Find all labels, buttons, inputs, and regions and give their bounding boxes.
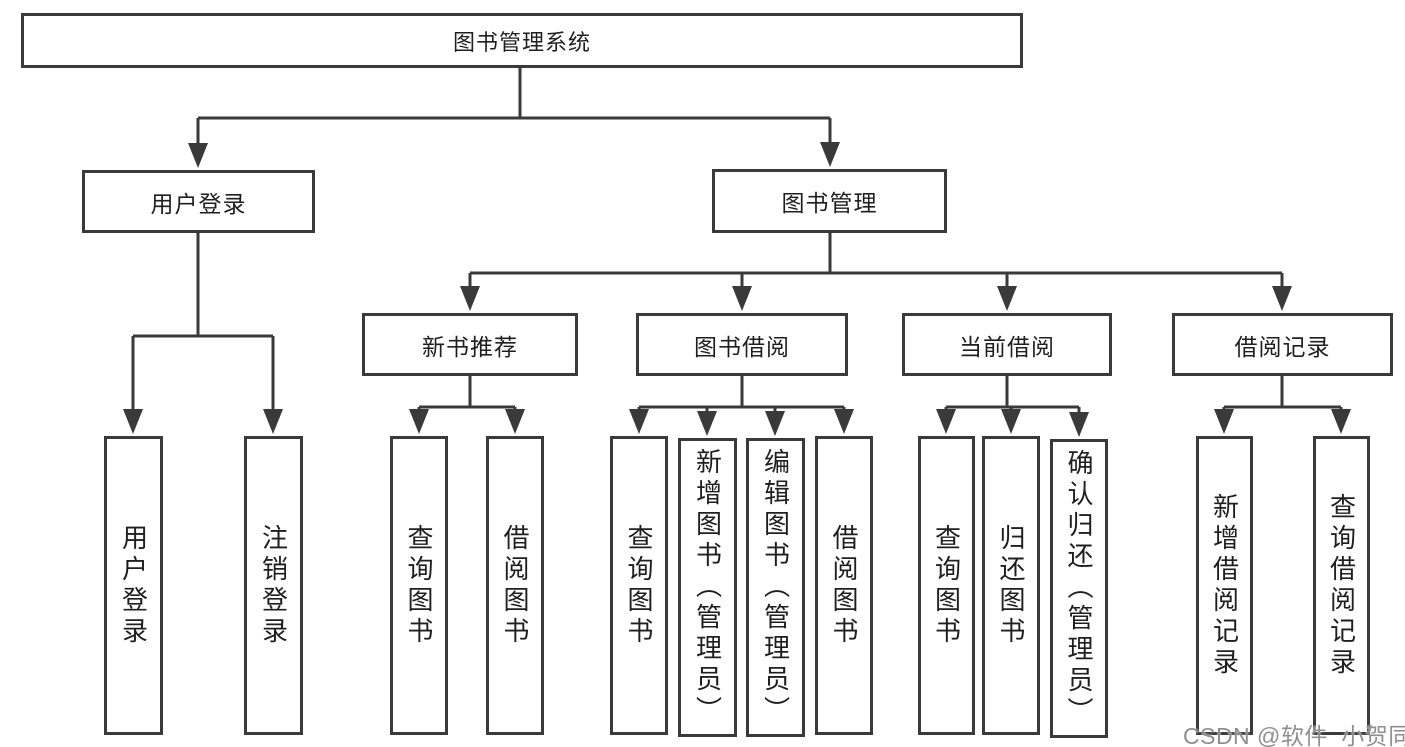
node-new-book-recommend-label: 新书推荐 bbox=[422, 333, 518, 360]
leaf-query-borrow-record-label: 查询借阅记录 bbox=[1326, 492, 1357, 679]
node-current-borrowing-label: 当前借阅 bbox=[959, 333, 1055, 360]
leaf-query-books-current: 查询图书 bbox=[918, 436, 975, 735]
leaf-user-login: 用户登录 bbox=[104, 436, 163, 735]
leaf-borrow-books-label: 借阅图书 bbox=[829, 523, 859, 648]
leaf-add-borrow-record-label: 新增借阅记录 bbox=[1209, 492, 1240, 679]
leaf-query-borrow-record: 查询借阅记录 bbox=[1313, 436, 1370, 735]
leaf-query-books-borrowing: 查询图书 bbox=[610, 436, 668, 735]
leaf-edit-books-admin-label: 编辑图书（管理员） bbox=[760, 448, 791, 727]
leaf-edit-books-admin: 编辑图书（管理员） bbox=[746, 438, 805, 737]
leaf-return-books-label: 归还图书 bbox=[996, 523, 1026, 648]
node-book-management-label: 图书管理 bbox=[781, 190, 878, 216]
leaf-confirm-return-admin-label: 确认归还（管理员） bbox=[1064, 449, 1094, 728]
node-borrow-records-label: 借阅记录 bbox=[1234, 333, 1331, 360]
node-user-login-label: 用户登录 bbox=[150, 190, 247, 217]
leaf-borrow-books-recommend: 借阅图书 bbox=[486, 436, 544, 735]
node-library-system-label: 图书管理系统 bbox=[452, 29, 591, 55]
leaf-logout-label: 注销登录 bbox=[258, 523, 289, 648]
node-current-borrowing: 当前借阅 bbox=[902, 313, 1112, 376]
node-book-borrowing-label: 图书借阅 bbox=[694, 333, 790, 360]
leaf-add-books-admin-label: 新增图书（管理员） bbox=[692, 448, 723, 727]
leaf-query-books-borrowing-label: 查询图书 bbox=[624, 523, 654, 648]
node-new-book-recommend: 新书推荐 bbox=[362, 313, 578, 376]
leaf-query-books-recommend-label: 查询图书 bbox=[404, 523, 434, 648]
leaf-confirm-return-admin: 确认归还（管理员） bbox=[1050, 439, 1108, 738]
leaf-add-borrow-record: 新增借阅记录 bbox=[1196, 436, 1253, 735]
node-library-system: 图书管理系统 bbox=[21, 13, 1023, 68]
leaf-borrow-books: 借阅图书 bbox=[815, 436, 873, 735]
node-borrow-records: 借阅记录 bbox=[1172, 313, 1393, 376]
node-book-management: 图书管理 bbox=[712, 169, 947, 233]
leaf-logout: 注销登录 bbox=[244, 436, 303, 735]
node-book-borrowing: 图书借阅 bbox=[636, 313, 848, 376]
leaf-query-books-recommend: 查询图书 bbox=[390, 436, 448, 735]
leaf-user-login-label: 用户登录 bbox=[118, 523, 149, 648]
leaf-add-books-admin: 新增图书（管理员） bbox=[678, 438, 737, 737]
leaf-return-books: 归还图书 bbox=[982, 436, 1040, 735]
watermark: CSDN @软件_小贺同学 bbox=[1183, 723, 1405, 747]
leaf-borrow-books-recommend-label: 借阅图书 bbox=[500, 523, 530, 648]
leaf-query-books-current-label: 查询图书 bbox=[931, 523, 962, 648]
node-user-login: 用户登录 bbox=[82, 170, 315, 233]
